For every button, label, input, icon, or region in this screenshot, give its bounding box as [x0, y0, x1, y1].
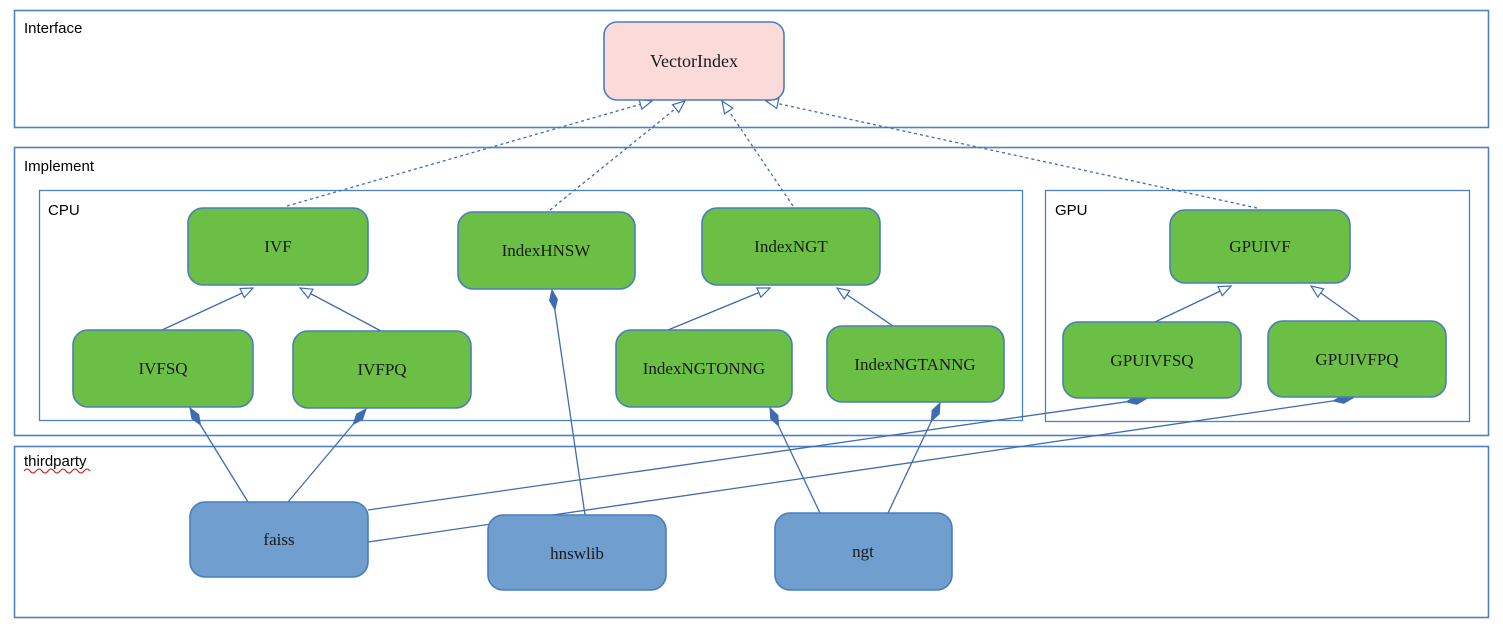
- node-hnswlib-label: hnswlib: [550, 544, 604, 563]
- node-faiss-shape: [189, 501, 369, 578]
- container-cpu: CPU: [38, 189, 1024, 422]
- container-gpu-label: GPU: [1055, 202, 1088, 219]
- edges-layer: [161, 101, 1361, 543]
- container-thirdparty-label: thirdparty: [24, 453, 87, 470]
- container-cpu-border: [38, 189, 1024, 422]
- container-implement: Implement: [13, 146, 1490, 437]
- node-vectorindex-label: VectorIndex: [650, 51, 738, 71]
- node-hnswlib: hnswlib: [487, 514, 667, 591]
- edge-composition-faiss-gpuivfsq: [367, 399, 1146, 511]
- node-indexhnsw-label: IndexHNSW: [502, 241, 592, 260]
- edge-composition-ngt-indexngtanng: [887, 403, 941, 514]
- edge-inheritance-indexngtanng-indexngt: [837, 288, 894, 327]
- container-gpu: GPU: [1044, 189, 1471, 423]
- container-interface-border: [13, 9, 1490, 129]
- container-implement-label: Implement: [24, 158, 95, 175]
- node-ivf: IVF: [187, 207, 369, 286]
- edge-composition-faiss-ivfsq: [190, 408, 249, 503]
- spellcheck-squiggle-icon: [23, 468, 91, 474]
- edge-inheritance-ivfsq-ivf: [161, 288, 253, 331]
- node-ngt-shape: [774, 512, 953, 591]
- node-indexngt: IndexNGT: [701, 207, 881, 286]
- node-ivfpq-shape: [292, 330, 472, 409]
- node-vectorindex: VectorIndex: [603, 21, 785, 101]
- node-gpuivfpq: GPUIVFPQ: [1267, 320, 1447, 398]
- node-faiss: faiss: [189, 501, 369, 578]
- node-gpuivfpq-label: GPUIVFPQ: [1315, 350, 1398, 369]
- node-indexhnsw-shape: [457, 211, 636, 290]
- container-thirdparty: thirdparty: [13, 445, 1490, 619]
- edge-inheritance-indexngtonng-indexngt: [667, 288, 770, 331]
- node-indexngt-label: IndexNGT: [754, 237, 828, 256]
- node-indexngtonng: IndexNGTONNG: [615, 329, 793, 408]
- node-indexngtanng-label: IndexNGTANNG: [854, 355, 975, 374]
- edge-realization-indexhnsw-vectorindex: [549, 101, 685, 211]
- node-gpuivfpq-shape: [1267, 320, 1447, 398]
- node-ivf-shape: [187, 207, 369, 286]
- container-interface-label: Interface: [24, 20, 82, 37]
- node-indexngt-shape: [701, 207, 881, 286]
- node-indexngtonng-shape: [615, 329, 793, 408]
- node-ngt: ngt: [774, 512, 953, 591]
- edge-composition-ngt-indexngtonng: [769, 408, 821, 514]
- node-gpuivf-shape: [1169, 209, 1351, 284]
- node-ivfsq-label: IVFSQ: [138, 359, 187, 378]
- container-implement-border: [13, 146, 1490, 437]
- edge-realization-gpuivf-vectorindex: [766, 101, 1258, 209]
- container-interface: Interface: [13, 9, 1490, 129]
- edge-inheritance-gpuivfsq-gpuivf: [1154, 286, 1231, 323]
- node-vectorindex-shape: [603, 21, 785, 101]
- node-gpuivf-label: GPUIVF: [1229, 237, 1290, 256]
- node-ivfpq-label: IVFPQ: [357, 360, 406, 379]
- node-hnswlib-shape: [487, 514, 667, 591]
- node-gpuivfsq-shape: [1062, 321, 1242, 399]
- node-ivf-label: IVF: [264, 237, 291, 256]
- node-gpuivfsq: GPUIVFSQ: [1062, 321, 1242, 399]
- edge-composition-faiss-ivfpq: [287, 409, 366, 503]
- node-gpuivfsq-label: GPUIVFSQ: [1110, 351, 1193, 370]
- nodes-layer: VectorIndex IVF IndexHNSW IndexNGT GPUIV…: [72, 21, 1447, 591]
- node-ngt-label: ngt: [852, 542, 874, 561]
- edge-inheritance-ivfpq-ivf: [300, 288, 382, 332]
- node-gpuivf: GPUIVF: [1169, 209, 1351, 284]
- container-cpu-label: CPU: [48, 202, 80, 219]
- node-indexhnsw: IndexHNSW: [457, 211, 636, 290]
- node-indexngtonng-label: IndexNGTONNG: [643, 359, 765, 378]
- container-gpu-border: [1044, 189, 1471, 423]
- node-ivfsq: IVFSQ: [72, 329, 254, 408]
- edge-inheritance-gpuivfpq-gpuivf: [1311, 286, 1361, 322]
- node-faiss-label: faiss: [263, 530, 294, 549]
- node-indexngtanng-shape: [826, 325, 1005, 403]
- node-ivfpq: IVFPQ: [292, 330, 472, 409]
- node-indexngtanng: IndexNGTANNG: [826, 325, 1005, 403]
- container-thirdparty-border: [13, 445, 1490, 619]
- node-ivfsq-shape: [72, 329, 254, 408]
- edge-composition-hnswlib-indexhnsw: [552, 290, 586, 516]
